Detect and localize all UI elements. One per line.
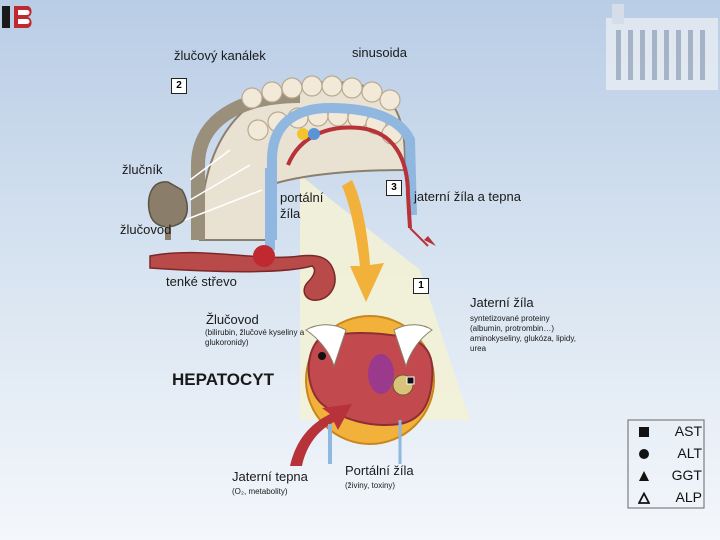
label-hepatic-vein: Jaterní žíla — [470, 295, 534, 310]
step-badge-2: 2 — [171, 78, 187, 94]
legend-item-ast: AST — [632, 423, 702, 443]
label-bile-duct-contents: (bilirubin, žlučové kyseliny a glukoroni… — [205, 328, 305, 347]
label-sinusoid: sinusoida — [352, 45, 407, 60]
circle-icon — [639, 449, 649, 459]
label-hepatic-artery-contents: (O₂, metabolity) — [232, 487, 288, 496]
liver-lobule — [184, 75, 436, 247]
step-badge-3: 3 — [386, 180, 402, 196]
bile-duct-arrow — [305, 324, 347, 368]
alt-marker — [318, 352, 326, 360]
triangle-outline-icon — [638, 492, 650, 504]
label-hepatic-artery: Jaterní tepna — [232, 469, 308, 484]
square-icon — [639, 427, 649, 437]
small-intestine-shape — [149, 251, 336, 301]
legend-box — [627, 419, 705, 509]
label-bile-duct: Žlučovod — [206, 312, 259, 327]
legend-label: ALT — [677, 445, 702, 461]
legend-label: ALP — [675, 489, 702, 505]
hepatic-artery-arrow — [290, 404, 352, 466]
legend-label: AST — [674, 423, 702, 439]
label-portal-vein-top: portální žíla — [280, 190, 324, 221]
label-hepatic-vein-products: syntetizované proteiny (albumin, protrom… — [470, 314, 576, 353]
label-bile-duct-top: žlučovod — [120, 222, 172, 237]
label-gallbladder: žlučník — [122, 162, 163, 177]
label-bile-canaliculus: žlučový kanálek — [174, 48, 266, 63]
label-hepatocyte: HEPATOCYT — [172, 370, 275, 389]
legend-item-ggt: GGT — [632, 467, 702, 487]
legend-item-alt: ALT — [632, 445, 702, 465]
triangle-icon — [639, 471, 649, 481]
label-portal-vein-contents: (živiny, toxiny) — [345, 481, 396, 490]
label-small-intestine: tenké střevo — [166, 274, 237, 289]
label-portal-vein: Portální žíla — [345, 463, 414, 478]
legend-label: GGT — [671, 467, 702, 483]
logo-icon — [2, 6, 32, 28]
label-hepatic-vein-artery: jaterní žíla a tepna — [414, 189, 521, 204]
flow-arrow-yellow — [342, 180, 384, 302]
building-icon — [606, 4, 718, 90]
hepatic-vein-arrow — [393, 324, 433, 368]
step-badge-1: 1 — [413, 278, 429, 294]
ast-marker — [406, 376, 415, 385]
legend-item-alp: ALP — [632, 489, 702, 509]
gallbladder-shape — [147, 181, 188, 228]
